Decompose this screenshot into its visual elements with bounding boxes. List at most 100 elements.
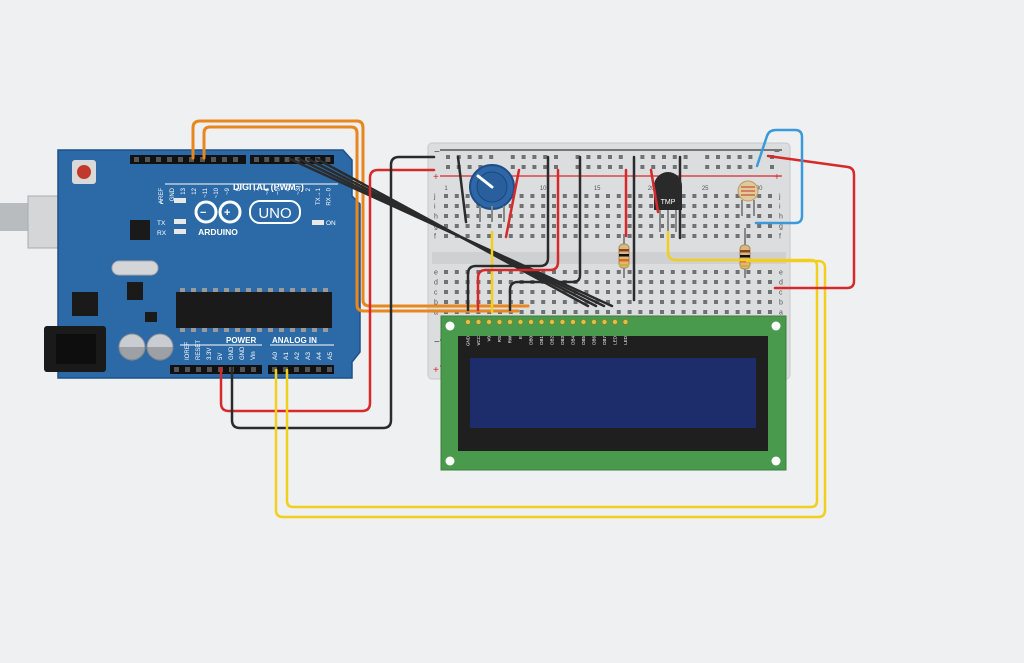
wire-black-gnd[interactable] (230, 155, 436, 430)
lcd-pin[interactable] (591, 318, 598, 325)
row-letter: f (434, 234, 436, 241)
usb-cable (0, 203, 30, 231)
potentiometer[interactable] (469, 164, 515, 222)
lcd-pin[interactable] (485, 318, 492, 325)
digital-pin-label: ~5 (275, 187, 281, 195)
analog-pin-label: A5 (327, 352, 334, 360)
power-pin-label: RESET (196, 340, 202, 360)
lcd-pin[interactable] (622, 318, 629, 325)
atmega-microcontroller (176, 292, 332, 328)
lcd-pin[interactable] (549, 318, 556, 325)
lcd-pin-label: V0 (487, 336, 492, 342)
rail-plus-label-top: + (433, 172, 439, 183)
wire-orange-1[interactable] (191, 119, 530, 308)
wire-black-lcd-2[interactable] (508, 155, 582, 312)
wire-red-pot[interactable] (504, 168, 521, 239)
lcd-pin[interactable] (496, 318, 503, 325)
power-pin-label: 3.3V (207, 348, 213, 360)
lcd-pin-label: DB5 (581, 336, 586, 345)
lcd-pin[interactable] (464, 318, 471, 325)
lcd-pin[interactable] (580, 318, 587, 325)
tmp36-temperature-sensor[interactable]: TMP (654, 172, 682, 232)
crystal-oscillator (111, 260, 159, 276)
led-l-label: L (160, 199, 164, 206)
lcd-pin[interactable] (506, 318, 513, 325)
led-l (174, 198, 186, 203)
wire-yellow-a1[interactable] (285, 230, 819, 509)
led-tx (174, 219, 186, 224)
wire-black-pot[interactable] (456, 155, 468, 224)
photoresistor[interactable] (737, 180, 759, 216)
wire-orange-2[interactable] (202, 125, 520, 313)
power-header-label: POWER (226, 336, 256, 345)
wire-red-lcd[interactable] (476, 168, 560, 312)
lcd-pin-label: LED (613, 335, 618, 345)
wire-red-jumper-right[interactable] (766, 154, 856, 290)
digital-pin-label: ~6 (265, 187, 271, 195)
mount-hole (445, 456, 455, 466)
row-letter: h (779, 214, 783, 221)
digital-pin-label: TX→1 (316, 187, 322, 205)
digital-pin-label: ~10 (214, 187, 220, 198)
lcd-pin-label: DB2 (550, 336, 555, 345)
lcd-pin[interactable] (475, 318, 482, 325)
analog-pin-label: A1 (283, 352, 290, 360)
lcd-pin[interactable] (528, 318, 535, 325)
digital-pin-label: 12 (192, 187, 198, 194)
reset-button-cap[interactable] (77, 165, 91, 179)
digital-pin-label: ~3 (296, 187, 302, 195)
wire-black-lcd-1[interactable] (466, 155, 550, 312)
row-letter: h (434, 214, 438, 221)
lcd-pin-label: DB6 (592, 336, 597, 345)
column-number: 25 (702, 186, 709, 192)
row-letter: j (433, 194, 436, 201)
lcd-pin-label: DB3 (560, 336, 565, 345)
digital-pin-label: 4 (286, 187, 292, 191)
lcd-pin[interactable] (601, 318, 608, 325)
wire-blue-photocell[interactable] (754, 128, 804, 225)
svg-text:+: + (224, 207, 230, 219)
potentiometer-knob-indicator[interactable] (476, 174, 494, 189)
wires (191, 119, 856, 519)
digital-pin-label: 8 (236, 187, 242, 191)
header-power (170, 365, 262, 374)
header-digital-left (130, 155, 246, 164)
row-letter: i (779, 204, 781, 211)
lcd-pin[interactable] (559, 318, 566, 325)
mount-hole (771, 321, 781, 331)
lcd-screen (470, 358, 756, 428)
brand-label: ARDUINO (198, 227, 238, 237)
uno-badge (249, 200, 301, 224)
row-letter: i (434, 204, 436, 211)
voltage-regulator (127, 282, 143, 300)
row-letter: d (434, 280, 438, 287)
lcd-pin[interactable] (538, 318, 545, 325)
resistor-1[interactable] (618, 234, 630, 278)
digital-pin-label: 2 (306, 187, 312, 191)
power-pin-label: Vin (251, 351, 257, 360)
analog-header-label: ANALOG IN (272, 336, 317, 345)
wire-yellow-a0[interactable] (274, 259, 827, 519)
column-number: 15 (594, 186, 601, 192)
wire-red-5v[interactable] (219, 168, 436, 413)
lcd-pin[interactable] (517, 318, 524, 325)
column-number: 30 (756, 186, 763, 192)
lcd-pin-label: DB4 (571, 336, 576, 345)
wire-red-tmp[interactable] (649, 168, 660, 214)
analog-pin-label: A0 (272, 352, 279, 360)
regulator-chip (72, 292, 98, 316)
digital-pin-label: 7 (255, 187, 261, 191)
analog-pin-label: A4 (316, 352, 323, 360)
lcd-pin[interactable] (612, 318, 619, 325)
center-channel (432, 252, 786, 264)
led-on (312, 220, 324, 225)
lcd-pin-label: LED (623, 335, 628, 345)
lcd-pin[interactable] (570, 318, 577, 325)
lcd-pin-label: E (518, 336, 523, 339)
lcd-pin-label: DB7 (602, 336, 607, 345)
